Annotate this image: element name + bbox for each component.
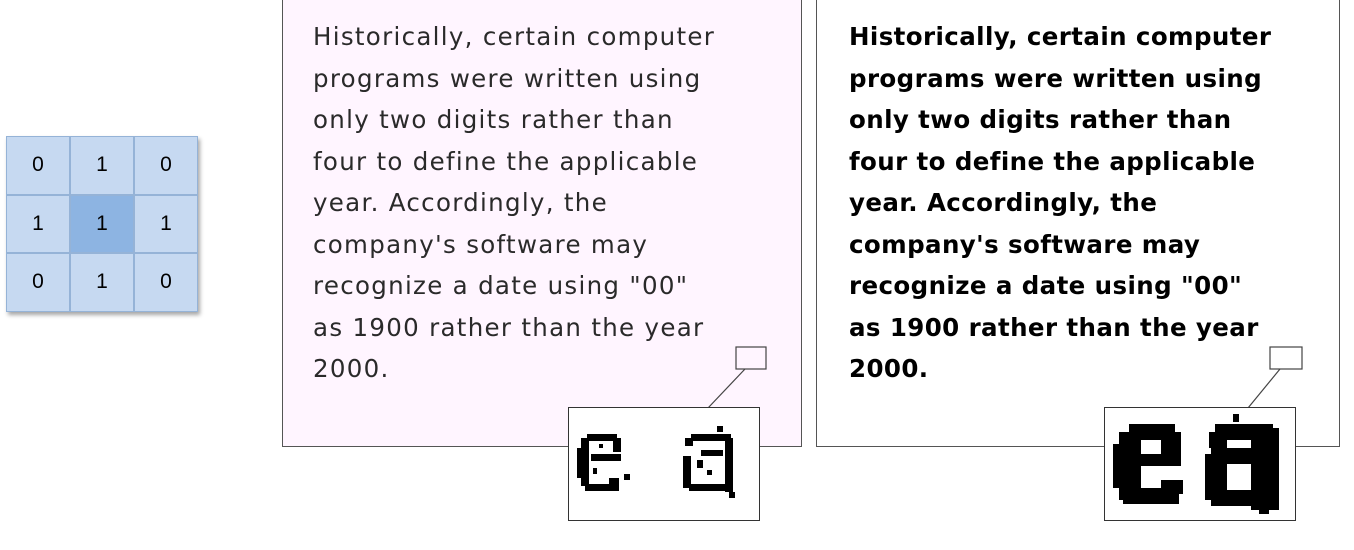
- eroded-ea-glyphs: [577, 426, 735, 498]
- dilated-ea-glyphs: [1113, 414, 1279, 514]
- dilated-text: Historically, certain computer programs …: [849, 22, 1272, 383]
- kernel-cell: 1: [70, 136, 134, 195]
- kernel-cell: 1: [6, 194, 70, 254]
- original-zoom-inset: [568, 407, 760, 521]
- dilated-zoom-inset: [1104, 407, 1296, 521]
- kernel-cell: 1: [134, 194, 198, 254]
- kernel-cell: 0: [6, 136, 70, 195]
- dilated-text-panel: Historically, certain computer programs …: [816, 0, 1340, 447]
- kernel-cell: 1: [70, 253, 134, 312]
- kernel-cell: 0: [6, 253, 70, 312]
- structuring-element-grid: 0 1 0 1 1 1 0 1 0: [6, 136, 198, 312]
- original-text-panel: Historically, certain computer programs …: [282, 0, 802, 447]
- original-text: Historically, certain computer programs …: [313, 22, 716, 383]
- kernel-cell: 0: [134, 253, 198, 312]
- kernel-cell: 0: [134, 136, 198, 195]
- kernel-center-cell: 1: [70, 194, 134, 254]
